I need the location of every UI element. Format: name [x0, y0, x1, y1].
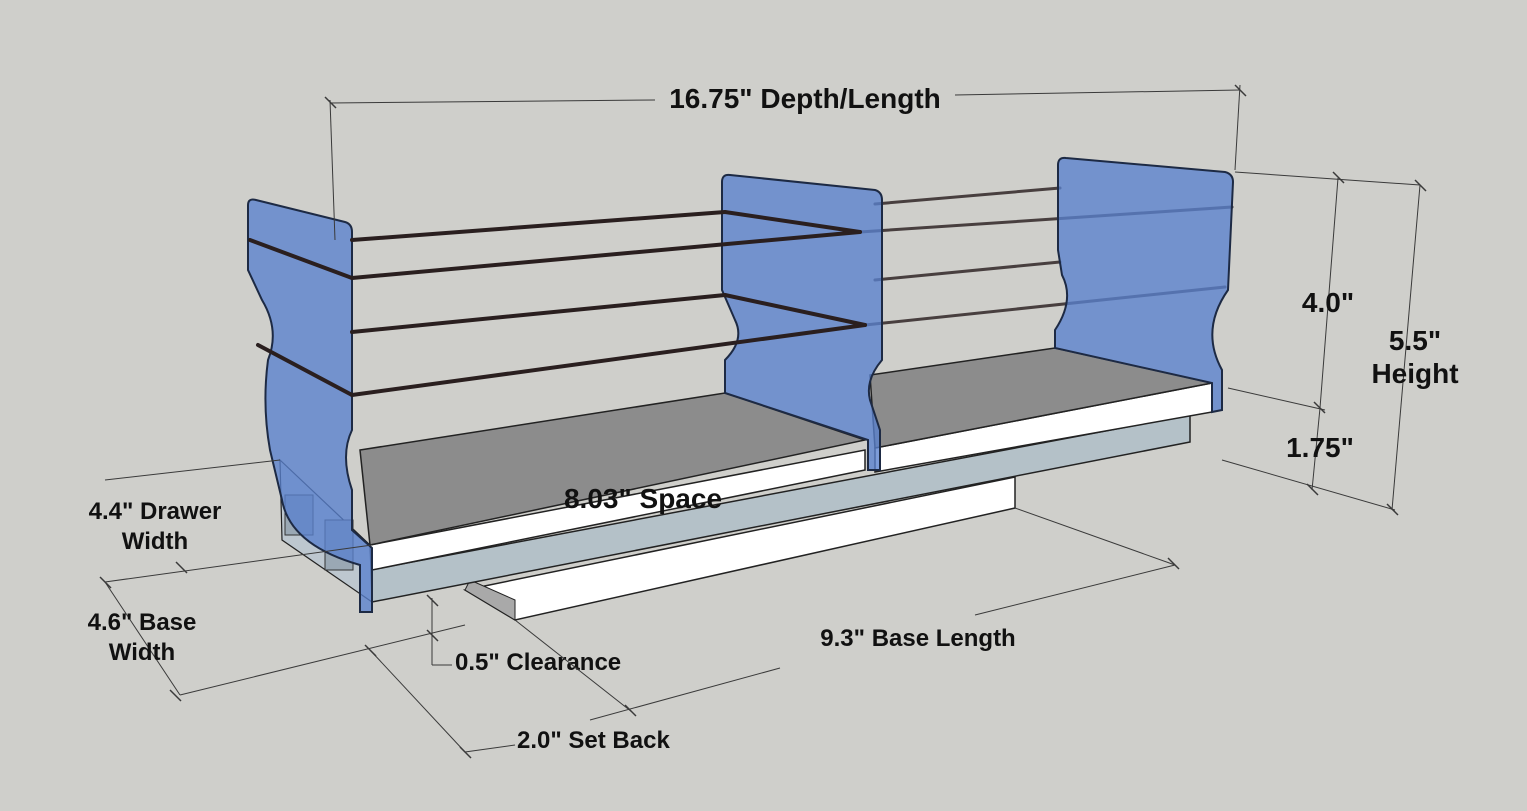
label-base-width-line2: Width [109, 639, 175, 666]
rods-front [248, 210, 867, 397]
label-depth-length: 16.75" Depth/Length [669, 83, 941, 114]
dimension-widths: 4.4" Drawer Width 4.6" Base Width [88, 459, 466, 702]
label-clearance: 0.5" Clearance [455, 649, 621, 676]
label-drawer-width-line2: Width [122, 528, 188, 555]
label-height-total-value: 5.5" [1389, 325, 1441, 356]
dimension-depth-length: 16.75" Depth/Length [324, 83, 1247, 241]
shelf-floor [359, 347, 1213, 546]
label-drawer-width-line1: 4.4" Drawer [89, 498, 222, 525]
label-set-back: 2.0" Set Back [517, 727, 670, 754]
dimension-base-length: 9.3" Base Length [514, 507, 1180, 721]
left-divider-panel [247, 198, 373, 613]
label-space: 8.03" Space [564, 483, 722, 514]
label-height-total-word: Height [1371, 358, 1458, 389]
label-base-length: 9.3" Base Length [820, 625, 1015, 652]
dimension-heights: 4.0" 5.5" Height 1.75" [1221, 171, 1459, 516]
middle-divider-panel [721, 173, 883, 471]
label-height-upper: 4.0" [1302, 287, 1354, 318]
dimension-clearance: 0.5" Clearance [426, 594, 621, 676]
dimension-set-back: 2.0" Set Back [364, 644, 670, 759]
label-base-width-line1: 4.6" Base [88, 609, 197, 636]
right-divider-panel [1054, 156, 1235, 414]
label-height-lower: 1.75" [1286, 432, 1354, 463]
